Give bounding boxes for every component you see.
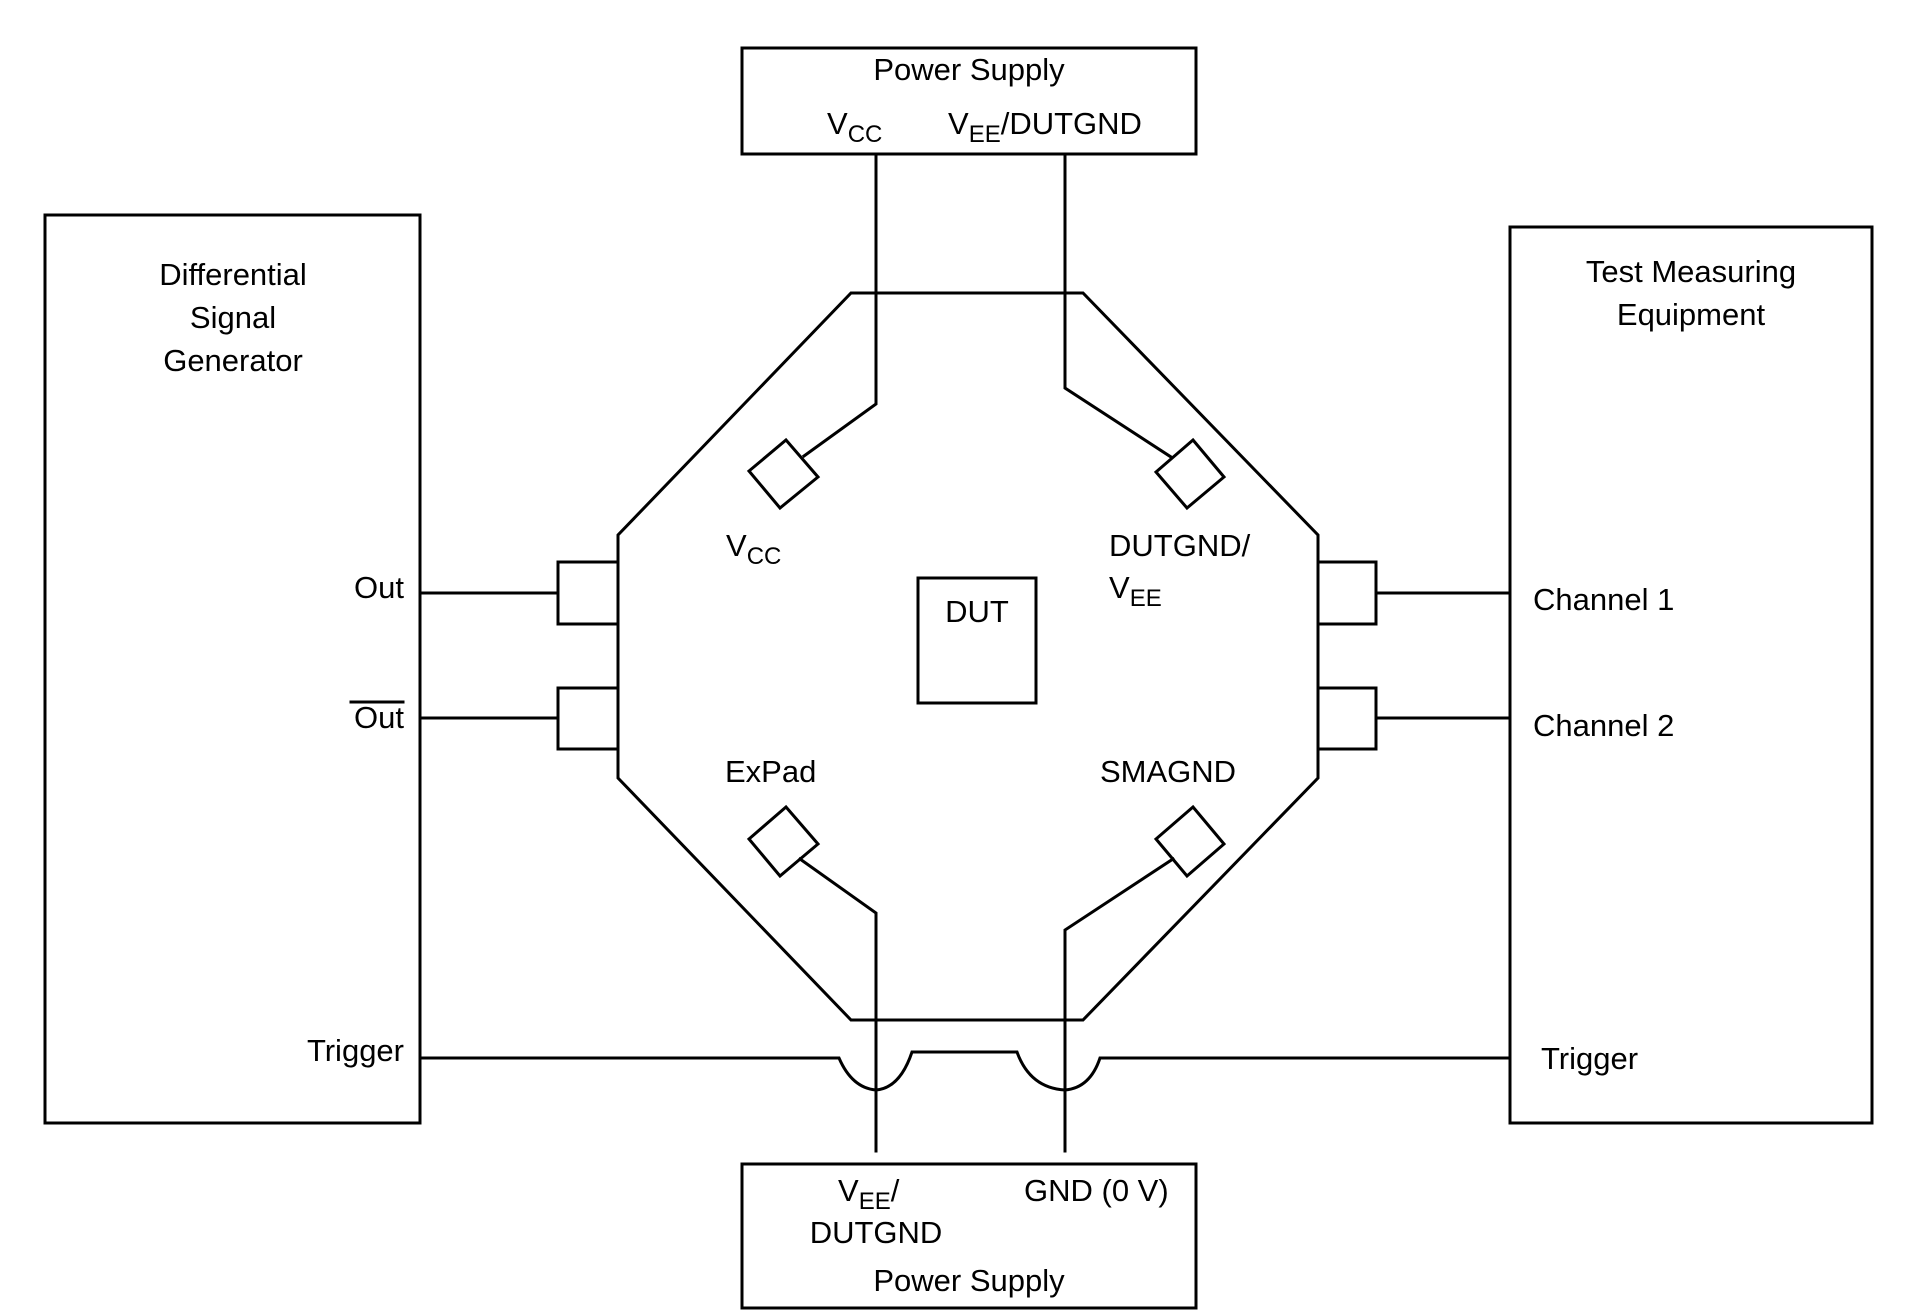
- signal-generator-title-line-3: Generator: [163, 343, 303, 378]
- dut-box: [916, 576, 1038, 705]
- signal-generator-title-line-1: Differential: [159, 257, 307, 292]
- right-sma-connector-1: [1316, 560, 1378, 626]
- bottom-power-supply-box: [740, 1162, 1198, 1310]
- vcc-pad: [746, 437, 821, 511]
- vcc-pad-label: VCC: [726, 528, 781, 570]
- expad-label: ExPad: [725, 754, 816, 789]
- signal-generator-box: [43, 213, 422, 1125]
- wires: [418, 152, 1512, 1153]
- out-bar-port-label: Out: [354, 700, 404, 735]
- top-power-supply-title: Power Supply: [873, 52, 1065, 87]
- test-measuring-equipment: Test Measuring Equipment Channel 1 Chann…: [1508, 225, 1874, 1125]
- dut-board: DUT VCC DUTGND/ VEE ExPad SMAGND: [556, 291, 1378, 1022]
- out-port-label: Out: [354, 570, 404, 605]
- trigger-wire: [418, 1050, 1512, 1092]
- signal-generator: Differential Signal Generator Out Out Tr…: [43, 213, 422, 1125]
- top-power-supply-box: [740, 46, 1198, 156]
- bottom-power-supply-title: Power Supply: [873, 1263, 1065, 1298]
- vee-dutgnd-wire: [1063, 152, 1174, 460]
- smagnd-pad: [1153, 804, 1227, 879]
- bottom-power-supply: VEE/ DUTGND GND (0 V) Power Supply: [740, 1162, 1198, 1310]
- expad-wire: [797, 856, 878, 1153]
- dutgnd-vee-pad: [1153, 437, 1227, 511]
- dutgnd-pad-label: DUTGND/: [1109, 528, 1251, 563]
- top-power-supply: Power Supply VCC VEE/DUTGND: [740, 46, 1198, 156]
- signal-generator-title-line-2: Signal: [190, 300, 276, 335]
- test-equipment-title-line-1: Test Measuring: [1586, 254, 1796, 289]
- test-equipment-title-line-2: Equipment: [1617, 297, 1766, 332]
- channel-2-label: Channel 2: [1533, 708, 1674, 743]
- bottom-supply-dutgnd-label: DUTGND: [810, 1215, 943, 1250]
- right-sma-connector-2: [1316, 686, 1378, 751]
- dut-label: DUT: [945, 594, 1009, 629]
- smagnd-wire: [1063, 856, 1176, 1153]
- vcc-wire: [801, 152, 878, 459]
- dut-board-outline: [616, 291, 1320, 1022]
- bottom-supply-gnd-label: GND (0 V): [1024, 1173, 1169, 1208]
- generator-trigger-label: Trigger: [307, 1033, 404, 1068]
- left-sma-connector-1: [556, 560, 620, 626]
- bottom-supply-vee-label: VEE/: [838, 1173, 900, 1215]
- expad-pad: [746, 804, 821, 879]
- top-supply-vcc-label: VCC: [827, 106, 882, 148]
- channel-1-label: Channel 1: [1533, 582, 1674, 617]
- test-equipment-box: [1508, 225, 1874, 1125]
- equipment-trigger-label: Trigger: [1541, 1041, 1638, 1076]
- top-supply-vee-dutgnd-label: VEE/DUTGND: [948, 106, 1142, 148]
- left-sma-connector-2: [556, 686, 620, 751]
- smagnd-label: SMAGND: [1100, 754, 1236, 789]
- vee-pad-label: VEE: [1109, 570, 1162, 612]
